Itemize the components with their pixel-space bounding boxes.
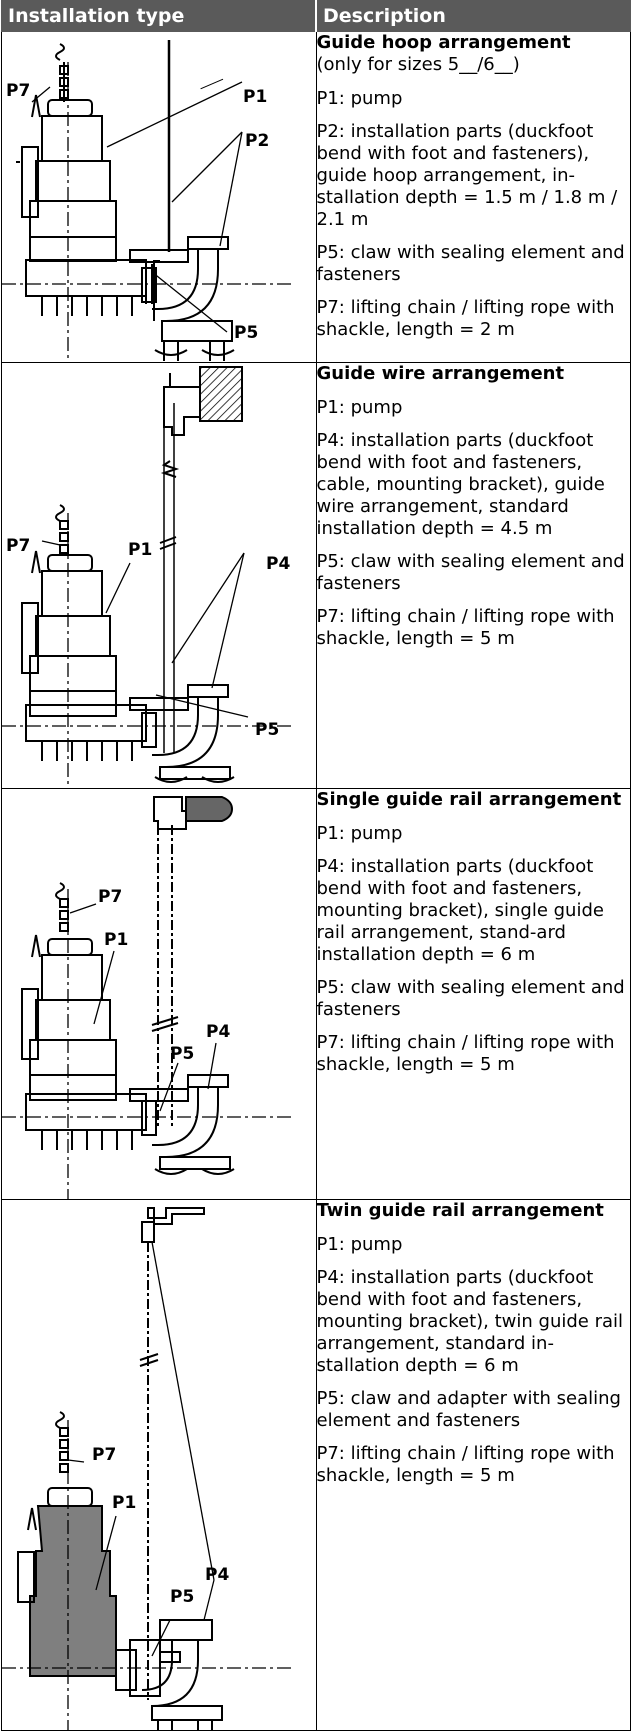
header-description: Description: [315, 0, 631, 32]
description-single-rail: Single guide rail arrangement P1: pump P…: [315, 788, 631, 1200]
figure-label: P2: [245, 131, 269, 151]
row-item: P4: installation parts (duckfoot bend wi…: [316, 1267, 624, 1376]
single-rail-diagram: P7 P1 P5 P4: [2, 796, 295, 1199]
figure-label: P7: [6, 81, 30, 101]
row-item: P1: pump: [316, 88, 403, 109]
row-item: P2: installation parts (duckfoot bend wi…: [316, 121, 618, 230]
row-subtitle: (only for sizes 5__/6__): [316, 54, 520, 75]
row-item: P4: installation parts (duckfoot bend wi…: [316, 856, 604, 965]
figure-label: P7: [6, 536, 30, 556]
installation-figure-guide-wire: P7 P1 P4 P5: [1, 362, 317, 789]
description-guide-wire: Guide wire arrangement P1: pump P4: inst…: [315, 362, 631, 789]
table-row: P7 P1 P4 P5 Guide wire arrangement P1: p…: [1, 362, 631, 789]
twin-rail-diagram: P7 P1 P5 P4: [2, 1207, 295, 1730]
figure-label: P1: [243, 87, 267, 107]
figure-label: P5: [170, 1587, 194, 1607]
figure-label: P5: [255, 720, 279, 740]
figure-label: P5: [234, 323, 258, 343]
header-installation-type: Installation type: [1, 0, 317, 32]
row-item: P5: claw with sealing element and fasten…: [316, 977, 625, 1020]
figure-label: P4: [205, 1565, 229, 1585]
installation-figure-twin-rail: P7 P1 P5 P4: [1, 1199, 317, 1731]
figure-label: P7: [92, 1445, 116, 1465]
figure-label: P5: [170, 1044, 194, 1064]
installation-figure-single-rail: P7 P1 P5 P4: [1, 788, 317, 1200]
row-title: Guide hoop arrangement: [316, 32, 571, 53]
figure-label: P1: [104, 930, 128, 950]
row-item: P7: lifting chain / lifting rope with sh…: [316, 297, 615, 340]
row-item: P5: claw with sealing element and fasten…: [316, 551, 625, 594]
description-guide-hoop: Guide hoop arrangement (only for sizes 5…: [315, 31, 631, 363]
row-item: P5: claw with sealing element and fasten…: [316, 242, 625, 285]
figure-label: P4: [206, 1022, 230, 1042]
table-row: P7 P1 P5 P4 Twin guide rail arrangement …: [1, 1199, 631, 1731]
guide-wire-diagram: P7 P1 P4 P5: [2, 366, 295, 788]
row-item: P1: pump: [316, 1234, 403, 1255]
figure-label: P1: [112, 1493, 136, 1513]
table-header-row: Installation type Description: [1, 0, 631, 32]
row-item: P1: pump: [316, 397, 403, 418]
row-item: P7: lifting chain / lifting rope with sh…: [316, 606, 615, 649]
figure-label: P4: [266, 554, 290, 574]
row-item: P7: lifting chain / lifting rope with sh…: [316, 1032, 615, 1075]
row-title: Single guide rail arrangement: [316, 789, 622, 810]
figure-label: P7: [98, 887, 122, 907]
installation-figure-guide-hoop: P7 P1 P2 P5: [1, 31, 317, 363]
row-title: Twin guide rail arrangement: [316, 1200, 604, 1221]
guide-hoop-diagram: P7 P1 P2 P5: [2, 40, 295, 362]
row-title: Guide wire arrangement: [316, 363, 565, 384]
table-row: P7 P1 P5 P4 Single guide rail arrangemen…: [1, 788, 631, 1200]
row-item: P4: installation parts (duckfoot bend wi…: [316, 430, 605, 539]
figure-label: P1: [128, 540, 152, 560]
row-item: P5: claw and adapter with sealing elemen…: [316, 1388, 621, 1431]
row-item: P1: pump: [316, 823, 403, 844]
description-twin-rail: Twin guide rail arrangement P1: pump P4:…: [315, 1199, 631, 1731]
row-item: P7: lifting chain / lifting rope with sh…: [316, 1443, 615, 1486]
table-row: P7 P1 P2 P5 Guide hoop arrangement (only…: [1, 31, 631, 363]
